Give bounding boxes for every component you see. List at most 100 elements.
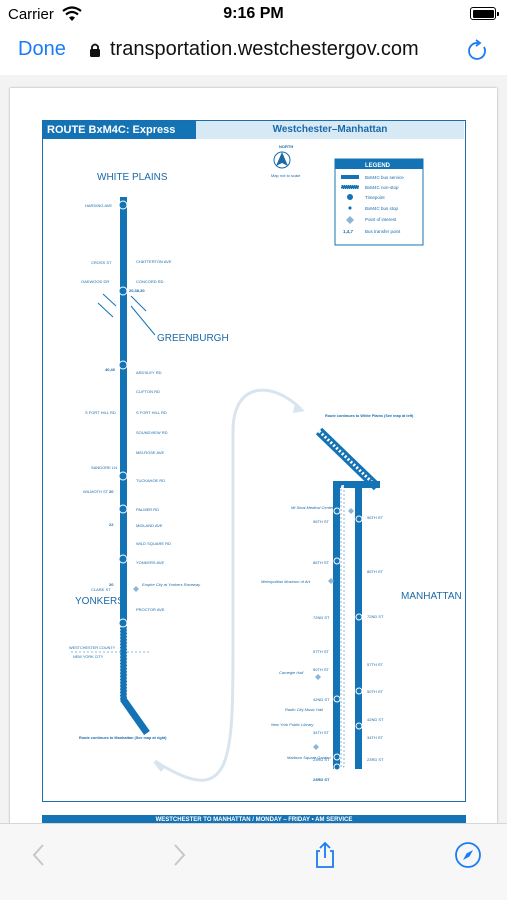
street-label: 96TH ST (367, 515, 384, 520)
legend-item: Bus transfer point (365, 229, 401, 234)
street-label: CLARK ST (91, 587, 111, 592)
url-text[interactable]: transportation.westchestergov.com (110, 38, 419, 60)
poi-marker (348, 508, 354, 514)
area-greenburgh: GREENBURGH (157, 333, 229, 344)
street-label: CONCORD RD (136, 279, 164, 284)
connector-arrow-bottom (153, 762, 165, 772)
end-stop-label: 23RD ST (313, 777, 330, 782)
schedule-title: WESTCHESTER TO MANHATTAN / MONDAY – FRID… (42, 815, 466, 825)
status-bar: Carrier 9:16 PM (0, 0, 507, 30)
transfer-label: 20,38,30 (129, 288, 145, 293)
lock-icon (90, 43, 100, 57)
manhattan-route: Route continues to White Plains (See map… (315, 414, 414, 771)
street-label: S FORT HILL RD (85, 410, 116, 415)
street-label: OAKWOOD DR (81, 279, 109, 284)
compass-icon (455, 842, 481, 868)
street-label: SANDORE LN (91, 465, 117, 470)
poi-label: New York Public Library (271, 722, 314, 727)
street-label: 23RD ST (313, 757, 330, 762)
poi-label: Mt Sinai Medical Center (291, 505, 334, 510)
route-title: ROUTE BxM4C: Express (43, 121, 196, 139)
street-label: 72ND ST (313, 615, 330, 620)
street-label: 34TH ST (313, 730, 330, 735)
legend-transfer-sample: 1,4,7 (343, 229, 354, 234)
street-label: 23RD ST (367, 757, 384, 762)
clock: 9:16 PM (223, 5, 284, 22)
street-label: SOUNDVIEW RD (136, 430, 168, 435)
forward-button[interactable] (164, 840, 194, 870)
street-label: 34TH ST (367, 735, 384, 740)
reload-icon[interactable] (467, 39, 489, 63)
legend-service-swatch (341, 175, 359, 179)
region-title: Westchester–Manhattan (196, 121, 464, 139)
poi-marker (313, 744, 319, 750)
legend-stop-swatch (348, 206, 352, 210)
boundary-north: WESTCHESTER COUNTY (69, 646, 116, 650)
street-label: WILD SQUARE RD (136, 541, 171, 546)
street-label: WILMOTH ST (83, 489, 109, 494)
legend-title: LEGEND (365, 163, 391, 169)
wifi-icon (62, 6, 82, 21)
back-icon (32, 844, 44, 866)
transfer-label: 20 (109, 582, 114, 587)
browser-toolbar (0, 823, 507, 900)
poi-label: Madison Square Garden (287, 755, 331, 760)
street-label: 50TH ST (367, 689, 384, 694)
street-label: CLIFTON RD (136, 389, 160, 394)
street-label: PROCTOR AVE (136, 607, 165, 612)
legend-item: BxM4C bus stop (365, 206, 399, 211)
north-arrow-icon (276, 152, 288, 166)
share-button[interactable] (310, 840, 340, 870)
poi-marker (315, 674, 321, 680)
street-label: TUCKAHOE RD (136, 478, 165, 483)
county-boundary: WESTCHESTER COUNTY NEW YORK CITY (69, 646, 151, 659)
carrier-label: Carrier (8, 6, 54, 23)
continue-note-left: Route continues to Manhattan (See map at… (79, 736, 167, 740)
legend-item: Timepoint (365, 195, 385, 200)
legend-poi-swatch (346, 216, 354, 224)
street-label: 42ND ST (367, 717, 384, 722)
legend-timepoint-swatch (347, 194, 353, 200)
transfer-label: 22 (109, 522, 114, 527)
legend-item: BxM4C bus service (365, 175, 404, 180)
street-label: 42ND ST (313, 697, 330, 702)
area-yonkers: YONKERS (75, 596, 124, 607)
westchester-route (97, 197, 156, 736)
street-label: 86TH ST (313, 560, 330, 565)
street-label: HARDING AVE (85, 203, 112, 208)
street-label: 86TH ST (367, 569, 384, 574)
north-note: Map not to scale (271, 173, 301, 178)
poi-label: Carnegie Hall (279, 670, 303, 675)
poi-label: Radio City Music Hall (285, 707, 323, 712)
street-label: 57TH ST (313, 649, 330, 654)
street-label: MIDLAND AVE (136, 523, 163, 528)
share-icon (316, 841, 334, 868)
street-label: CROSS ST (91, 260, 112, 265)
street-label: 96TH ST (313, 519, 330, 524)
battery-icon (470, 7, 499, 20)
poi-marker (133, 586, 139, 592)
legend-item: Point of interest (365, 217, 397, 222)
transfer-label: 20 (109, 489, 114, 494)
poi-label: Empire City at Yonkers Raceway (142, 582, 201, 587)
browser-nav-bar: Done transportation.westchestergov.com (0, 30, 507, 72)
transfer-label: 40,40 (105, 367, 116, 372)
boundary-south: NEW YORK CITY (73, 655, 104, 659)
legend-item: BxM4C non-stop (365, 185, 399, 190)
safari-button[interactable] (453, 840, 483, 870)
continue-note-right: Route continues to White Plains (See map… (325, 414, 414, 418)
north-label: NORTH (279, 144, 293, 149)
poi-label: Metropolitan Museum of Art (261, 579, 311, 584)
street-label: MELROSE AVE (136, 450, 164, 455)
legend-nonstop-swatch (340, 184, 360, 190)
route-map: WHITE PLAINS GREENBURGH YONKERS MANHATTA… (69, 144, 462, 782)
north-arrow: NORTH Map not to scale (271, 144, 301, 178)
done-button[interactable]: Done (18, 38, 66, 60)
street-label: 72ND ST (367, 614, 384, 619)
pdf-page[interactable]: ROUTE BxM4C: Express Westchester–Manhatt… (10, 88, 497, 828)
legend: LEGEND BxM4C bus service BxM4C non-stop … (334, 158, 424, 246)
connector-curve (154, 388, 303, 782)
back-button[interactable] (24, 840, 54, 870)
street-label: S FORT HILL RD (136, 410, 167, 415)
street-label: YONKERS AVE (136, 560, 164, 565)
